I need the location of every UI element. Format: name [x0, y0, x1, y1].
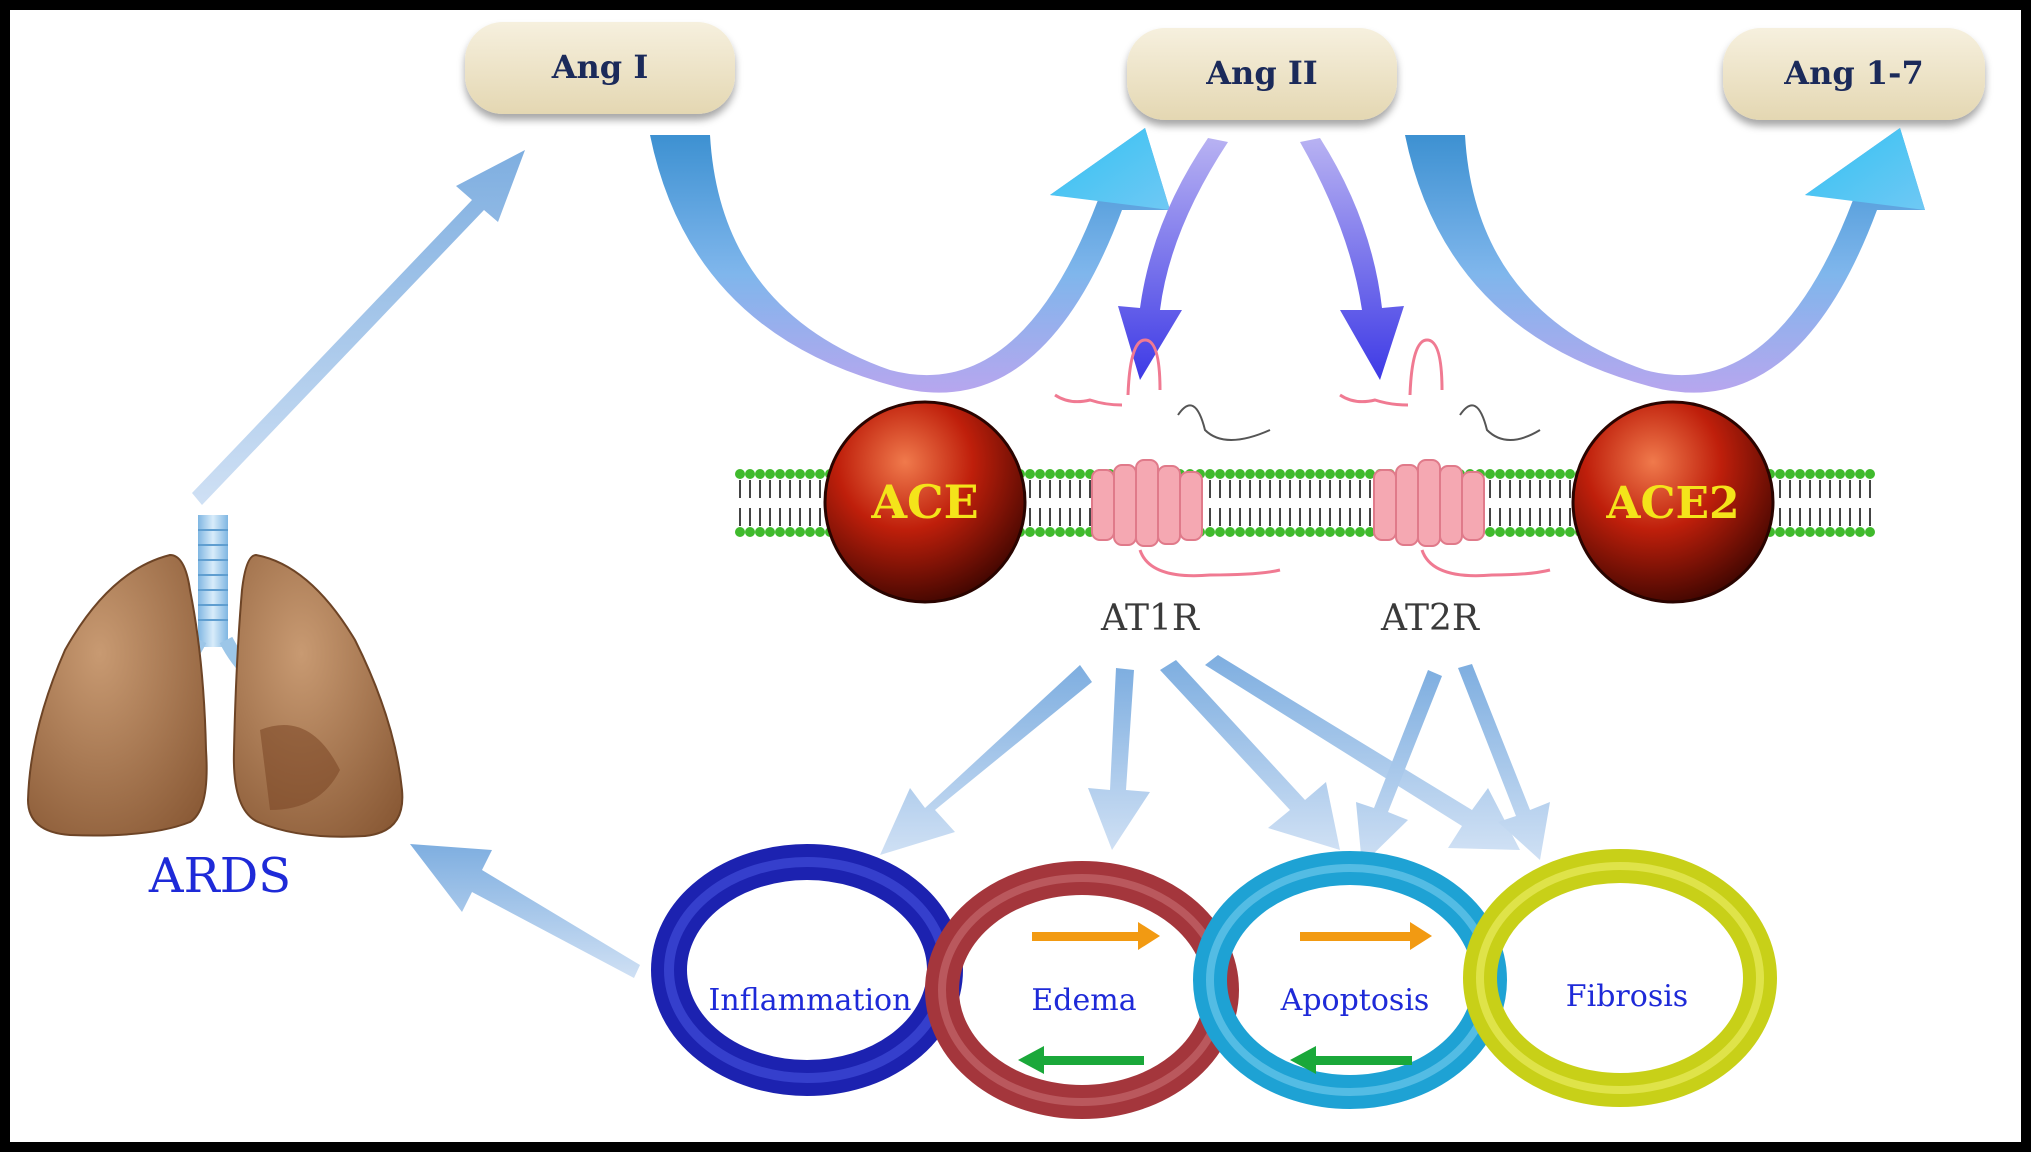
label-edema: Edema: [1031, 983, 1136, 1018]
label-at1r: AT1R: [1100, 598, 1200, 639]
arrow-ang2-to-ang17: [1405, 128, 1925, 393]
label-fibrosis: Fibrosis: [1566, 979, 1688, 1014]
label-at2r: AT2R: [1380, 598, 1480, 639]
ras-diagram: Ang I Ang II Ang 1-7: [26, 22, 1985, 1119]
arrow-ards-to-ang1: [192, 150, 525, 505]
label-inflammation: Inflammation: [709, 983, 912, 1018]
ring-inflammation: [651, 844, 963, 1096]
arrow-orange-apoptosis: [1300, 922, 1432, 950]
node-ang17: [1723, 28, 1985, 120]
label-ang2: Ang II: [1205, 54, 1318, 92]
label-ang17: Ang 1-7: [1783, 54, 1923, 92]
arrow-green-apoptosis: [1290, 1046, 1412, 1074]
arrow-at1r-to-edema: [1088, 668, 1150, 850]
label-apoptosis: Apoptosis: [1280, 983, 1430, 1018]
at1r-receptor-icon: [1054, 338, 1281, 578]
arrow-ang1-to-ang2: [650, 128, 1170, 393]
node-ang2: [1127, 28, 1397, 120]
arrow-at2r-to-fibrosis: [1458, 664, 1550, 860]
arrow-ang2-to-at1r: [1118, 138, 1228, 380]
label-ace2: ACE2: [1605, 478, 1739, 529]
label-ang1: Ang I: [551, 48, 649, 86]
diagram-frame: Ang I Ang II Ang 1-7: [10, 10, 2021, 1142]
ace-enzyme: [823, 400, 1027, 604]
arrow-ang2-to-at2r: [1300, 138, 1404, 380]
lungs-icon: [26, 515, 404, 838]
at2r-receptor-icon: [1339, 338, 1551, 578]
arrow-at1r-to-fibrosis: [1205, 655, 1520, 850]
arrow-outcomes-to-ards: [410, 844, 640, 978]
ring-fibrosis: [1463, 849, 1777, 1107]
arrow-green-edema: [1018, 1046, 1144, 1074]
arrow-at1r-to-inflammation: [880, 665, 1092, 855]
label-ards: ARDS: [148, 848, 291, 904]
arrow-at2r-to-apoptosis: [1356, 670, 1442, 865]
arrow-orange-edema: [1032, 922, 1160, 950]
node-ang1: [465, 22, 735, 114]
ace2-enzyme: [1571, 400, 1775, 604]
label-ace: ACE: [870, 475, 978, 529]
arrow-at1r-to-apoptosis: [1160, 660, 1340, 850]
